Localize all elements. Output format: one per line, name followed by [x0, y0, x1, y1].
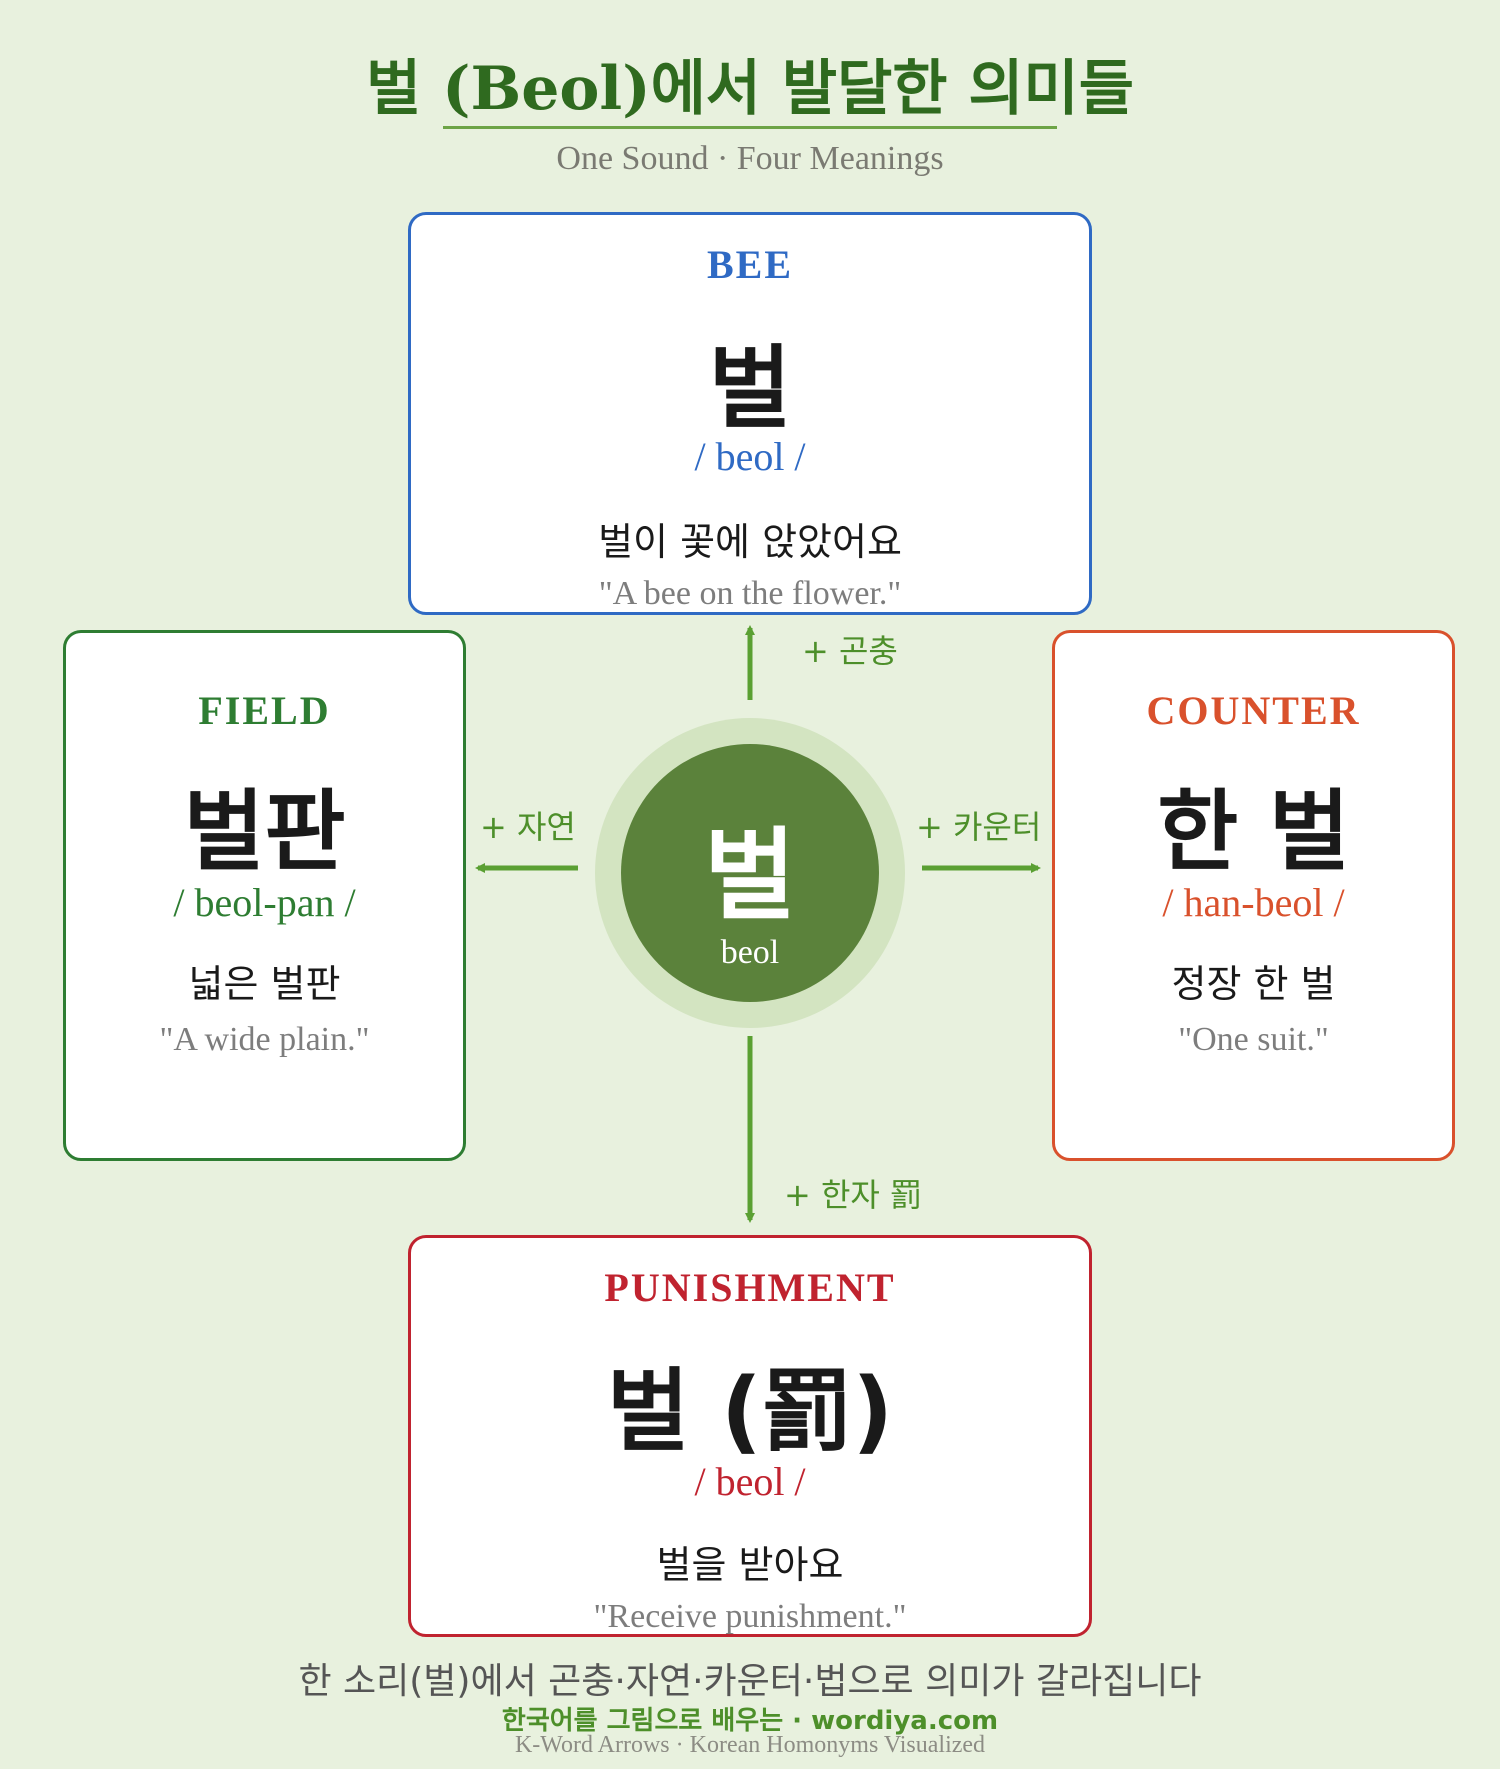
card-translation: "A bee on the flower." — [598, 575, 902, 612]
card-category: BEE — [706, 242, 794, 287]
arrow-label-up: + 곤충 — [802, 632, 898, 670]
card-example: 벌이 꽃에 앉았어요 — [598, 520, 902, 564]
footer-summary: 한 소리(벌)에서 곤충·자연·카운터·법으로 의미가 갈라집니다 — [298, 1661, 1202, 1702]
center-node: 벌 beol — [621, 744, 879, 1002]
page-subtitle: One Sound · Four Meanings — [556, 140, 944, 177]
card-translation: "Receive punishment." — [593, 1598, 907, 1635]
card-romanization: / beol / — [694, 434, 806, 479]
page-title: 벌 (Beol)에서 발달한 의미들 — [366, 54, 1134, 124]
card-romanization: / han-beol / — [1162, 880, 1345, 925]
card-word: 벌 — [708, 336, 792, 441]
footer-brand: 한국어를 그림으로 배우는 · wordiya.com — [501, 1706, 999, 1736]
arrow-label-down: + 한자 罰 — [784, 1176, 923, 1214]
card-romanization: / beol / — [694, 1459, 806, 1504]
center-romanization: beol — [720, 934, 780, 971]
card-example: 정장 한 벌 — [1171, 962, 1336, 1006]
footer-subtitle: K-Word Arrows · Korean Homonyms Visualiz… — [514, 1732, 986, 1758]
card-translation: "A wide plain." — [159, 1021, 370, 1058]
card-word: 한 벌 — [1157, 780, 1350, 883]
card-word: 벌 (罰) — [606, 1359, 894, 1464]
card-bee: BEE 벌 / beol / 벌이 꽃에 앉았어요 "A bee on the … — [408, 212, 1092, 615]
card-romanization: / beol-pan / — [173, 880, 356, 925]
center-word: 벌 — [704, 817, 796, 934]
title-underline — [443, 126, 1057, 129]
card-example: 벌을 받아요 — [656, 1543, 844, 1587]
card-category: PUNISHMENT — [604, 1265, 896, 1310]
card-word: 벌판 — [183, 780, 346, 883]
card-counter: COUNTER 한 벌 / han-beol / 정장 한 벌 "One sui… — [1052, 630, 1455, 1161]
card-category: FIELD — [198, 688, 331, 733]
card-translation: "One suit." — [1178, 1021, 1329, 1058]
arrow-label-left: + 자연 — [480, 808, 576, 846]
card-example: 넓은 벌판 — [188, 962, 341, 1006]
card-category: COUNTER — [1146, 688, 1361, 733]
card-field: FIELD 벌판 / beol-pan / 넓은 벌판 "A wide plai… — [63, 630, 466, 1161]
arrow-label-right: + 카운터 — [916, 808, 1042, 846]
card-punishment: PUNISHMENT 벌 (罰) / beol / 벌을 받아요 "Receiv… — [408, 1235, 1092, 1637]
